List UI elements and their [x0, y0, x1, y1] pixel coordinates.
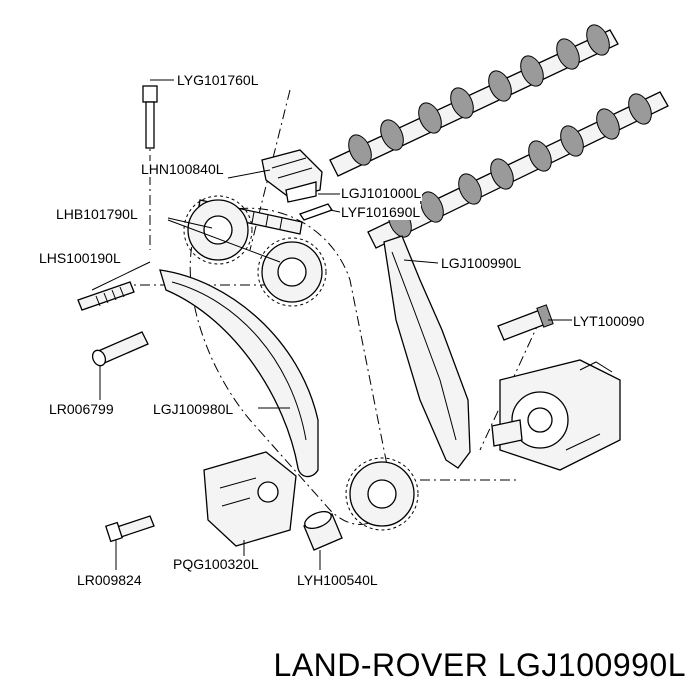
chain-block	[261, 149, 323, 203]
label-lyh100540l: LYH100540L	[296, 572, 379, 588]
label-lr006799: LR006799	[48, 401, 115, 417]
crank-sprocket	[345, 457, 419, 531]
fuel-pump	[491, 359, 621, 471]
sensor	[497, 304, 554, 341]
label-lyf101690l: LYF101690L	[340, 204, 422, 220]
bolt-top	[142, 79, 168, 149]
label-lhs100190l: LHS100190L	[38, 250, 122, 266]
bushing	[303, 511, 343, 551]
tensioner	[203, 451, 297, 547]
label-lgj101000l: LGJ101000L	[340, 185, 423, 201]
label-lhb101790l: LHB101790L	[55, 206, 139, 222]
chain-guide-left	[159, 269, 319, 478]
label-lyt100090: LYT100090	[572, 313, 646, 329]
pin	[91, 331, 149, 367]
chain-path	[120, 89, 541, 525]
chain-guide-right	[383, 235, 471, 469]
bolt-bottom	[105, 515, 155, 543]
guide-bolt	[77, 281, 135, 311]
label-lgj100990l: LGJ100990L	[440, 255, 523, 271]
leader-lines	[91, 79, 572, 570]
clip	[298, 203, 334, 221]
footer-title: LAND-ROVER LGJ100990L	[273, 647, 686, 683]
label-lr009824: LR009824	[76, 572, 143, 588]
label-lyg101760l: LYG101760L	[176, 72, 260, 88]
label-lgj100980l: LGJ100980L	[152, 401, 235, 417]
sprocket-left	[183, 195, 253, 265]
sprocket-right	[257, 237, 327, 307]
label-lhn100840l: LHN100840L	[140, 161, 225, 177]
label-pqg100320l: PQG100320L	[172, 556, 260, 572]
camshaft-upper	[329, 24, 619, 177]
camshaft-lower	[367, 91, 669, 249]
